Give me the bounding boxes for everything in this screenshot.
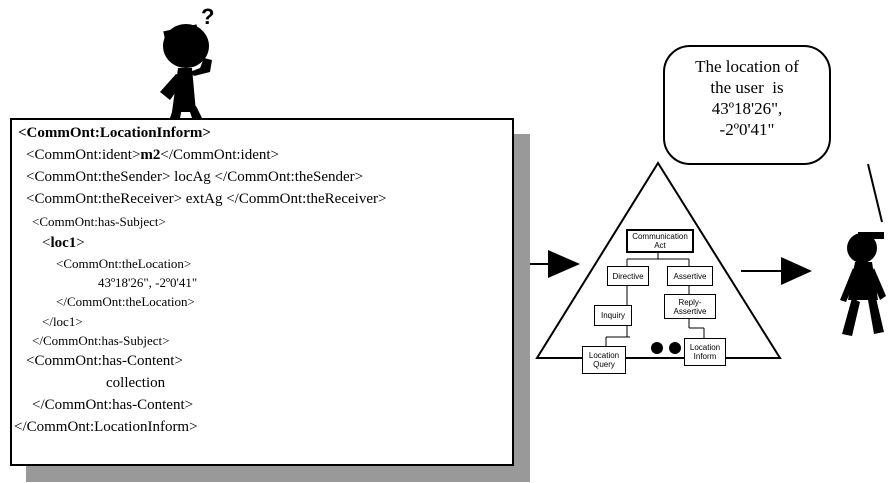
bubble-line-2: the user is bbox=[710, 78, 784, 97]
question-mark: ? bbox=[201, 4, 214, 29]
node-assertive: Assertive bbox=[667, 266, 713, 286]
speech-bubble-tail bbox=[867, 163, 883, 223]
node-reply-assertive: Reply-Assertive bbox=[664, 294, 716, 319]
bubble-line-1: The location of bbox=[695, 57, 799, 76]
xml-line-6-bold: loc1 bbox=[50, 235, 77, 251]
speech-bubble bbox=[663, 45, 831, 165]
bubble-line-4: -2º0'41" bbox=[719, 120, 775, 139]
xml-line-9: </CommOnt:theLocation> bbox=[56, 294, 195, 309]
node-location-query: Location Query bbox=[582, 346, 626, 374]
xml-line-6: <loc1> bbox=[42, 236, 85, 251]
user-figure bbox=[840, 232, 886, 336]
xml-line-13: collection bbox=[106, 375, 166, 391]
xml-line-15: </CommOnt:LocationInform> bbox=[14, 419, 198, 435]
xml-line-2-bold: m2 bbox=[140, 147, 161, 163]
xml-line-10: </loc1> bbox=[42, 314, 83, 329]
xml-message-box: <CommOnt:LocationInform> <CommOnt:ident>… bbox=[10, 118, 514, 466]
ontology-triangle bbox=[535, 161, 782, 359]
xml-line-6-post: > bbox=[76, 235, 85, 251]
node-directive: Directive bbox=[607, 266, 649, 286]
xml-line-2: <CommOnt:ident>m2</CommOnt:ident> bbox=[26, 148, 279, 163]
xml-line-6-pre: < bbox=[42, 235, 51, 251]
xml-line-5: <CommOnt:has-Subject> bbox=[32, 214, 166, 229]
xml-line-14: </CommOnt:has-Content> bbox=[32, 397, 194, 413]
bubble-line-3: 43º18'26", bbox=[711, 99, 783, 118]
xml-line-7: <CommOnt:theLocation> bbox=[56, 256, 192, 271]
xml-line-4: <CommOnt:theReceiver> extAg </CommOnt:th… bbox=[26, 191, 387, 207]
xml-line-2-post: </CommOnt:ident> bbox=[160, 147, 280, 163]
thinking-person-figure bbox=[160, 24, 212, 118]
arrow-to-user bbox=[741, 257, 812, 285]
node-communication-act: Communication Act bbox=[626, 229, 694, 253]
xml-line-11: </CommOnt:has-Subject> bbox=[32, 333, 170, 348]
xml-line-1: <CommOnt:LocationInform> bbox=[18, 125, 211, 141]
xml-line-3: <CommOnt:theSender> locAg </CommOnt:theS… bbox=[26, 169, 364, 185]
node-inquiry: Inquiry bbox=[594, 305, 632, 326]
xml-line-8: 43º18'26", -2º0'41" bbox=[98, 275, 198, 290]
speech-bubble-text: The location of the user is 43º18'26", -… bbox=[672, 56, 822, 140]
xml-line-12: <CommOnt:has-Content> bbox=[26, 353, 183, 369]
node-location-inform: Location Inform bbox=[684, 338, 726, 366]
tree-connectors bbox=[605, 249, 705, 346]
xml-line-2-pre: <CommOnt:ident> bbox=[26, 147, 141, 163]
